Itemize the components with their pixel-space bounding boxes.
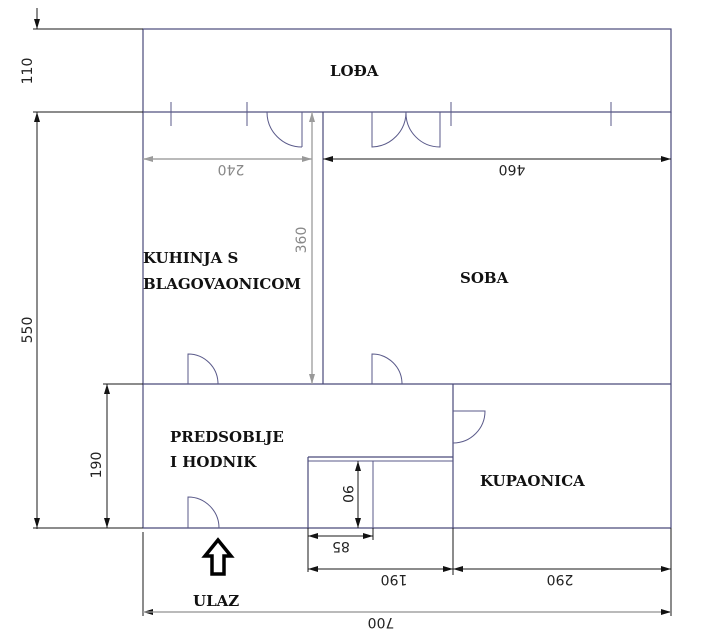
room-label-hall-line2: I HODNIK — [170, 453, 257, 471]
dim-290-text: 290 — [547, 571, 574, 587]
door-room — [371, 353, 403, 385]
door-room-loggia-right — [405, 111, 441, 148]
dim-85-text: 85 — [332, 538, 350, 554]
dim-110-text: 110 — [20, 58, 36, 85]
room-label-room: SOBA — [460, 269, 509, 287]
dim-190-text: 190 — [89, 452, 105, 479]
door-room-loggia-left — [371, 111, 407, 148]
dim-90-text: 90 — [339, 485, 355, 503]
door-kitchen — [187, 353, 219, 385]
room-label-kitchen-line1: KUHINJA S — [143, 249, 238, 267]
dimension-lines — [33, 8, 672, 616]
dim-240-text: 240 — [218, 161, 245, 177]
dim-360-text: 360 — [294, 227, 310, 254]
door-entrance — [187, 496, 220, 529]
doors — [187, 111, 486, 529]
door-kitchen-loggia — [266, 111, 303, 148]
door-bathroom — [452, 410, 486, 444]
dim-550-text: 550 — [20, 317, 36, 344]
room-label-loggia: LOĐA — [330, 62, 379, 80]
room-label-kitchen-line2: BLAGOVAONICOM — [143, 275, 301, 293]
dim-700-text: 700 — [368, 614, 395, 630]
entrance-arrow-icon — [201, 537, 235, 576]
room-label-bathroom: KUPAONICA — [480, 472, 585, 490]
dim-190-bottom-text: 190 — [381, 571, 408, 587]
room-label-hall-line1: PREDSOBLJE — [170, 428, 284, 446]
dim-460-text: 460 — [499, 161, 526, 177]
entrance-label: ULAZ — [193, 592, 239, 610]
loggia-outline — [142, 28, 672, 113]
